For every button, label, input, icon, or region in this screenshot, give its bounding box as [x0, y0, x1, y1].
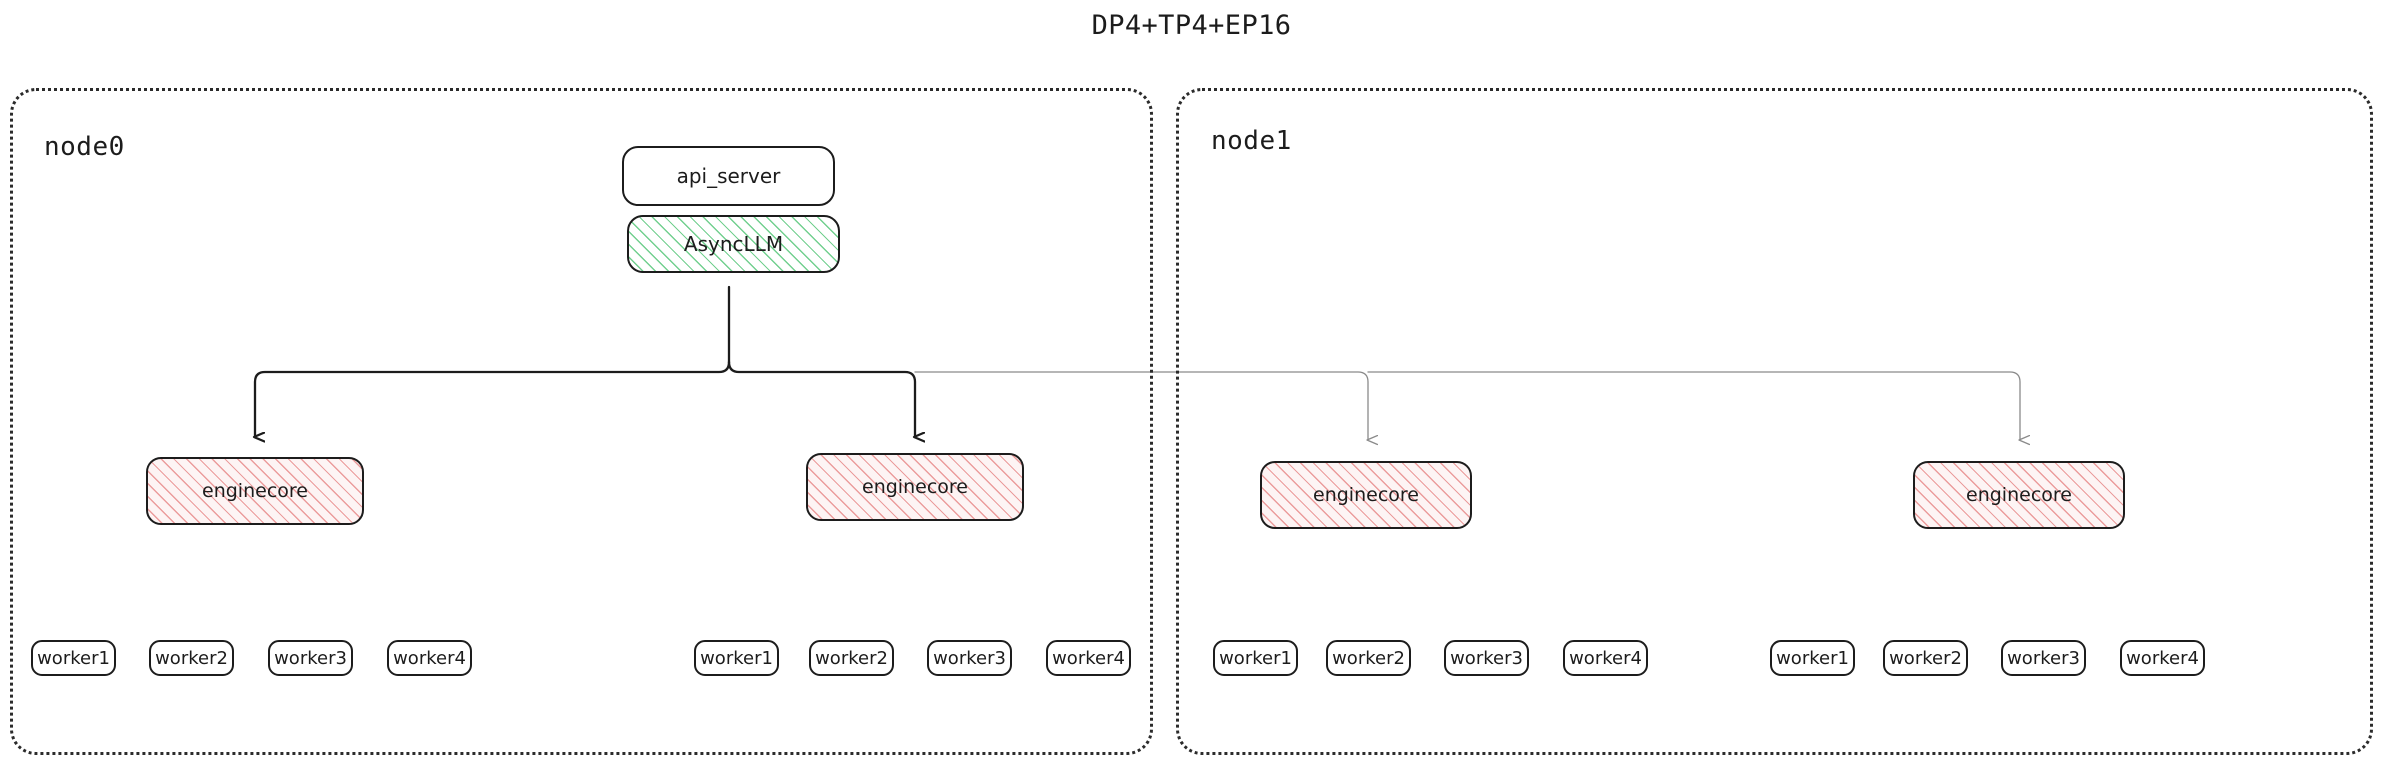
worker-chip[interactable]: worker1 [694, 640, 779, 676]
worker-label: worker4 [1052, 647, 1125, 669]
worker-chip[interactable]: worker1 [1213, 640, 1298, 676]
node-container-node1 [1176, 88, 2373, 755]
worker-label: worker4 [1569, 647, 1642, 669]
worker-chip[interactable]: worker1 [1770, 640, 1855, 676]
node-label-node1: node1 [1211, 126, 1292, 156]
worker-chip[interactable]: worker4 [1563, 640, 1648, 676]
async-llm-box[interactable]: AsyncLLM [627, 215, 840, 273]
node-label-node0: node0 [44, 132, 125, 162]
worker-label: worker2 [1889, 647, 1962, 669]
worker-label: worker1 [37, 647, 110, 669]
worker-chip[interactable]: worker2 [1883, 640, 1968, 676]
worker-label: worker2 [155, 647, 228, 669]
worker-chip[interactable]: worker2 [809, 640, 894, 676]
worker-label: worker1 [1219, 647, 1292, 669]
worker-label: worker2 [1332, 647, 1405, 669]
worker-chip[interactable]: worker4 [1046, 640, 1131, 676]
enginecore-box-node0-1[interactable]: enginecore [806, 453, 1024, 521]
async-llm-label: AsyncLLM [683, 232, 784, 256]
enginecore-label: enginecore [862, 476, 968, 498]
worker-label: worker3 [274, 647, 347, 669]
worker-chip[interactable]: worker3 [927, 640, 1012, 676]
worker-label: worker2 [815, 647, 888, 669]
page-title: DP4+TP4+EP16 [1091, 10, 1292, 41]
node-container-node0 [10, 88, 1153, 755]
enginecore-label: enginecore [1966, 484, 2072, 506]
worker-label: worker4 [393, 647, 466, 669]
worker-chip[interactable]: worker4 [387, 640, 472, 676]
worker-chip[interactable]: worker1 [31, 640, 116, 676]
worker-label: worker3 [2007, 647, 2080, 669]
worker-chip[interactable]: worker3 [1444, 640, 1529, 676]
api-server-label: api_server [676, 164, 781, 188]
worker-chip[interactable]: worker4 [2120, 640, 2205, 676]
worker-label: worker3 [1450, 647, 1523, 669]
enginecore-box-node1-0[interactable]: enginecore [1260, 461, 1472, 529]
enginecore-label: enginecore [202, 480, 308, 502]
worker-chip[interactable]: worker2 [1326, 640, 1411, 676]
worker-chip[interactable]: worker2 [149, 640, 234, 676]
enginecore-label: enginecore [1313, 484, 1419, 506]
worker-chip[interactable]: worker3 [2001, 640, 2086, 676]
enginecore-box-node1-1[interactable]: enginecore [1913, 461, 2125, 529]
api-server-box[interactable]: api_server [622, 146, 835, 206]
worker-label: worker1 [1776, 647, 1849, 669]
worker-label: worker4 [2126, 647, 2199, 669]
enginecore-box-node0-0[interactable]: enginecore [146, 457, 364, 525]
worker-label: worker1 [700, 647, 773, 669]
worker-chip[interactable]: worker3 [268, 640, 353, 676]
worker-label: worker3 [933, 647, 1006, 669]
